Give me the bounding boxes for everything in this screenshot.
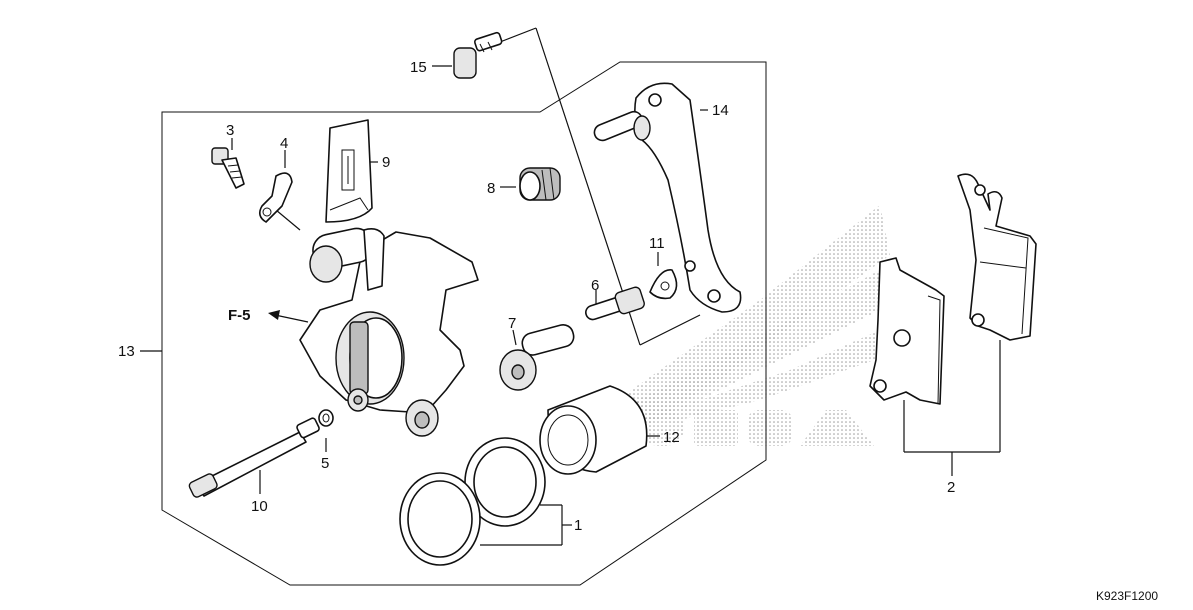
callout-4: 4 (280, 135, 288, 152)
callout-14: 14 (712, 102, 729, 119)
callout-1: 1 (574, 517, 582, 534)
part-8-cap (519, 167, 561, 201)
part-14-bracket (593, 82, 742, 313)
assembly-boundary (161, 61, 767, 586)
part-12-piston (539, 385, 648, 475)
part-6-pin-bolt (585, 286, 645, 321)
callout-15: 15 (410, 59, 427, 76)
part-15-bolt (453, 31, 503, 79)
part-10-pin (188, 417, 320, 498)
caliper-body (299, 227, 479, 437)
part-2-brake-pads (869, 173, 1037, 405)
callout-12: 12 (663, 429, 680, 446)
reference-f5: F-5 (228, 307, 251, 324)
callout-7: 7 (508, 315, 516, 332)
callout-5: 5 (321, 455, 329, 472)
part-5-washer (318, 409, 334, 427)
part-9-pad-spring (325, 119, 373, 223)
part-11-clip (649, 269, 678, 300)
callout-11: 11 (649, 235, 665, 252)
figure-code: K923F1200 (1096, 589, 1158, 603)
callout-13: 13 (118, 343, 135, 360)
part-7-bolt (499, 323, 575, 391)
callout-6: 6 (591, 277, 599, 294)
callout-8: 8 (487, 180, 495, 197)
part-1-piston-seals (399, 437, 546, 566)
part-3-bleed-screw (211, 147, 245, 189)
callout-labels: 1 2 3 4 5 6 7 8 9 10 11 12 13 14 15 F-5 … (118, 59, 1158, 603)
callout-9: 9 (382, 154, 390, 171)
callout-10: 10 (251, 498, 268, 515)
callout-3: 3 (226, 122, 234, 139)
part-4-bleeder-cap (258, 172, 293, 223)
callout-2: 2 (947, 479, 955, 496)
